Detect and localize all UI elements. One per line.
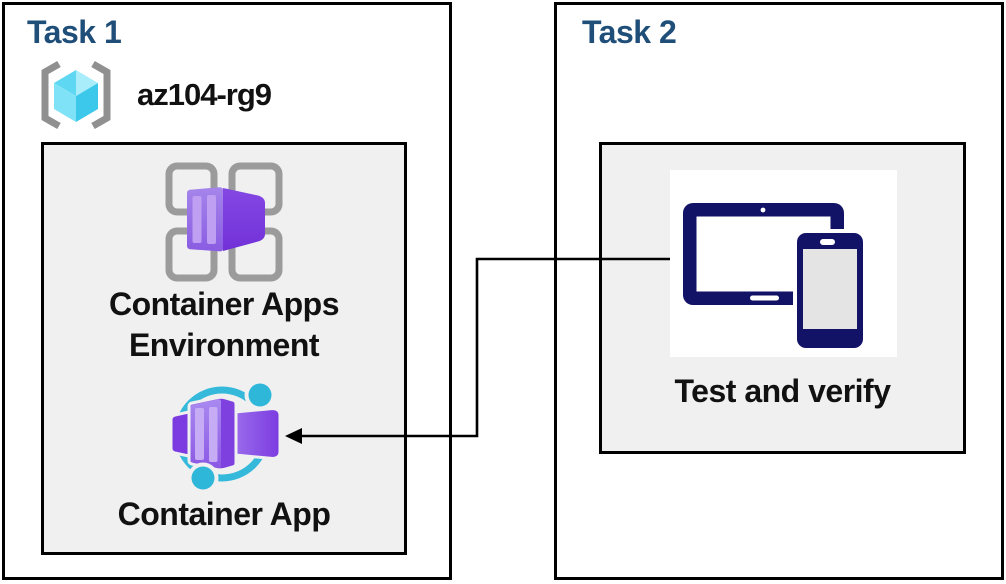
task2-title: Task 2 — [582, 14, 677, 50]
container-app-label: Container App — [117, 496, 331, 532]
bracket-right — [91, 60, 111, 130]
phone-screen — [803, 249, 857, 329]
azure-resource-group-icon — [41, 60, 111, 130]
tablet-and-phone-devices-icon — [683, 203, 867, 352]
task2-panel: Task 2 Test and verify — [554, 2, 1004, 580]
environment-label: Container Apps Environment — [108, 286, 340, 363]
task1-title: Task 1 — [27, 14, 122, 50]
phone-earpiece — [820, 239, 835, 245]
test-verify-label: Test and verify — [674, 373, 891, 409]
devices-icon-background — [670, 170, 897, 357]
container-apps-group-box: Container Apps Environment — [41, 142, 407, 555]
node-dot-top — [248, 383, 272, 407]
bracket-left — [41, 60, 61, 130]
node-dot-bottom — [191, 466, 215, 490]
task1-panel: Task 1 az104-rg9 — [2, 2, 452, 580]
container-app-icon — [169, 382, 282, 492]
tablet-camera-dot — [760, 207, 766, 213]
tablet-home-bar — [750, 295, 779, 301]
resource-group-name: az104-rg9 — [137, 77, 272, 112]
container-apps-environment-icon — [165, 162, 283, 282]
test-verify-group-box: Test and verify — [599, 142, 966, 454]
